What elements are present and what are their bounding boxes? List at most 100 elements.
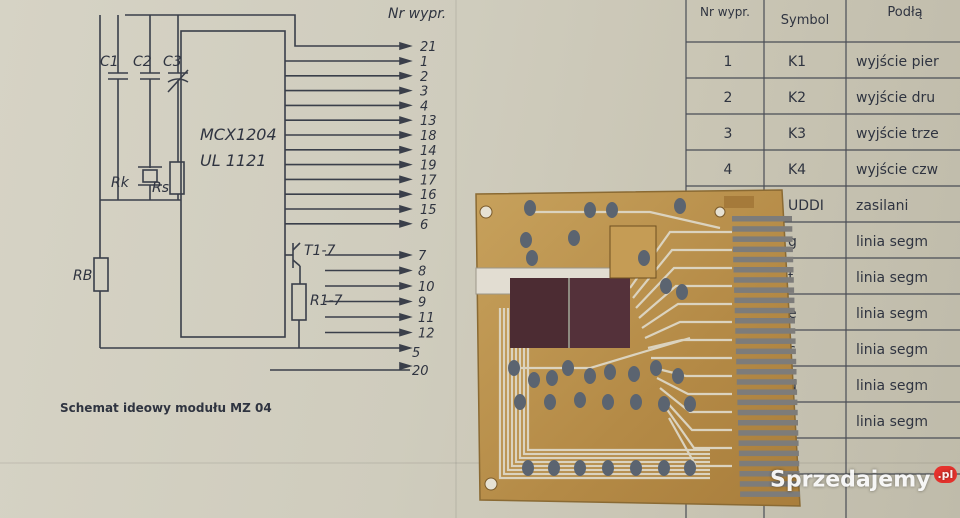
pin-number: 11 <box>418 311 435 326</box>
pcb-trace <box>514 308 710 464</box>
pcb-trace <box>530 210 721 230</box>
pin-number: 10 <box>418 280 435 295</box>
pin-number: 5 <box>412 346 420 361</box>
edge-contact <box>733 277 794 283</box>
edge-contact <box>738 430 799 436</box>
pin-number: 2 <box>420 70 428 85</box>
table-cell-symbol: UDDI <box>788 198 824 214</box>
mounting-hole <box>484 477 498 491</box>
pcb-trace <box>656 377 732 396</box>
solder-joint <box>526 250 538 266</box>
edge-contact <box>736 379 797 385</box>
solder-joint <box>638 250 650 266</box>
edge-contact <box>734 307 795 314</box>
solder-joint <box>524 200 536 216</box>
label-rk: Rk <box>111 175 130 191</box>
solder-joint <box>672 368 684 384</box>
ic-label-1: MCX1204 <box>200 125 277 144</box>
table-cell-symbol: K1 <box>788 54 806 70</box>
table-header-symbol: Symbol <box>781 13 829 28</box>
solder-joint <box>584 202 596 218</box>
pcb-trace <box>635 266 732 309</box>
pcb-trace <box>644 320 732 340</box>
chip-right <box>570 278 630 348</box>
label-t17: T1-7 <box>304 243 336 259</box>
edge-contact <box>737 409 798 416</box>
edge-contact <box>734 297 795 304</box>
mounting-hole <box>479 205 493 219</box>
board-marking <box>724 196 754 208</box>
table-cell-desc: linia segm <box>856 306 928 322</box>
chip-left <box>510 278 568 348</box>
solder-joint <box>574 392 586 408</box>
solder-joint <box>650 360 662 376</box>
table-cell-pin: 4 <box>724 162 733 178</box>
pin-number: 13 <box>420 114 437 129</box>
table-cell-desc: linia segm <box>856 342 928 358</box>
edge-contact <box>735 328 796 334</box>
pin-number: 18 <box>420 129 437 144</box>
pcb-trace <box>632 248 732 299</box>
pin-number: 16 <box>420 188 437 203</box>
solder-joint <box>674 198 686 214</box>
edge-contact <box>737 399 798 406</box>
table-cell-desc: linia segm <box>856 378 928 394</box>
solder-joint <box>630 460 642 476</box>
table-cell-desc: linia segm <box>856 270 928 286</box>
pcb-trace <box>502 308 710 476</box>
pins-header: Nr wypr. <box>388 6 446 22</box>
edge-contact <box>738 450 799 457</box>
table-header-pin: Nr wypr. <box>700 5 750 19</box>
edge-contact <box>732 246 793 253</box>
solder-joint <box>568 230 580 246</box>
edge-contact <box>735 318 795 324</box>
pin-number: 3 <box>420 85 428 100</box>
pcb-trace <box>662 397 732 432</box>
pcb-trace <box>638 284 732 319</box>
pcb-trace <box>518 308 710 460</box>
solder-joint <box>658 460 670 476</box>
pin-number: 6 <box>420 218 428 233</box>
watermark-tld: .pl <box>933 466 958 483</box>
edge-contact <box>733 256 794 263</box>
pcb-trace <box>665 407 732 450</box>
table-cell-pin: 1 <box>724 54 733 70</box>
solder-joint <box>604 364 616 380</box>
pin-number: 19 <box>420 159 437 174</box>
solder-joint <box>630 394 642 410</box>
pcb-trace <box>522 308 710 456</box>
table-cell-pin: 3 <box>724 126 733 142</box>
edge-contact <box>735 348 796 355</box>
edge-contact <box>733 267 794 273</box>
edge-contact <box>732 226 793 232</box>
solder-joint <box>602 460 614 476</box>
solder-joint <box>676 284 688 300</box>
table-cell-desc: linia segm <box>856 234 928 250</box>
watermark-logo: Sprzedajemy.pl <box>770 466 958 492</box>
pin-number: 21 <box>420 40 437 55</box>
table-cell-symbol: g <box>788 234 797 250</box>
solder-joint <box>522 460 534 476</box>
table-cell-desc: wyjście trze <box>856 126 939 142</box>
solder-joint <box>684 460 696 476</box>
edge-contact <box>736 358 797 365</box>
pin-number: 7 <box>418 249 427 264</box>
solder-joint <box>514 394 526 410</box>
label-c2: C2 <box>133 54 152 70</box>
pin-number: 14 <box>420 144 437 159</box>
schematic-caption: Schemat ideowy modułu MZ 04 <box>60 401 272 415</box>
edge-contact <box>739 460 800 467</box>
edge-contact <box>740 491 801 497</box>
table-cell-desc: wyjście czw <box>856 162 938 178</box>
table-cell-desc: wyjście pier <box>856 54 939 70</box>
solder-joint <box>660 278 672 294</box>
mounting-hole <box>714 206 726 218</box>
label-rb: RB <box>73 268 92 284</box>
label-rs: Rs <box>152 180 169 196</box>
solder-joint <box>562 360 574 376</box>
circuit-board <box>475 189 801 507</box>
edge-contact <box>736 369 797 375</box>
edge-contact <box>734 287 795 293</box>
solder-joint <box>520 232 532 248</box>
solder-joint <box>544 394 556 410</box>
